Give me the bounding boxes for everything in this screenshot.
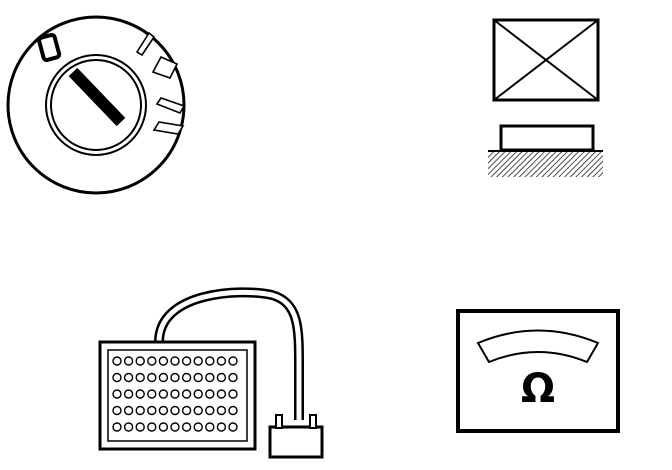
connector-pin-hole	[193, 422, 203, 432]
connector-pin-hole	[170, 372, 180, 383]
connector-pin-hole	[112, 422, 122, 432]
connector-pin-hole	[112, 389, 122, 399]
ignition-switch-icon	[6, 15, 186, 195]
connector-pin-hole	[228, 405, 238, 416]
breakout-box-icon	[98, 287, 324, 459]
connector-pin-hole	[123, 356, 134, 366]
connector-pin-hole	[170, 389, 180, 399]
connector-pin-hole	[135, 356, 145, 366]
connector-pin-hole	[147, 372, 157, 383]
connector-pin-hole	[228, 372, 238, 383]
connector-pin-hole	[147, 356, 157, 366]
relay-icon	[488, 18, 603, 177]
connector-pin-grid	[112, 356, 238, 432]
connector-pin-hole	[216, 372, 227, 383]
connector-pin-hole	[123, 405, 134, 416]
connector-pin-hole	[135, 389, 145, 399]
connector-pin-hole	[147, 422, 157, 432]
connector-pin-hole	[147, 389, 157, 399]
connector-pin-hole	[147, 405, 157, 416]
connector-pin-hole	[123, 422, 134, 432]
connector-pin-hole	[170, 422, 180, 432]
connector-pin-hole	[112, 405, 122, 416]
connector-pin-hole	[193, 372, 203, 383]
ohm-symbol: Ω	[521, 366, 555, 412]
connector-pin-hole	[135, 422, 145, 432]
connector-pin-hole	[158, 389, 169, 399]
connector-pin-hole	[205, 405, 215, 416]
connector-pin-hole	[216, 405, 227, 416]
connector-pin-hole	[205, 422, 215, 432]
connector-pin-hole	[181, 372, 192, 383]
connector-pin-hole	[158, 405, 169, 416]
connector-pin-hole	[112, 372, 122, 383]
connector-pin-hole	[170, 405, 180, 416]
connector-pin-hole	[181, 405, 192, 416]
connector-pin-hole	[135, 372, 145, 383]
connector-pin-hole	[181, 422, 192, 432]
connector-pin-hole	[123, 389, 134, 399]
connector-pin-hole	[135, 405, 145, 416]
connector-pin-hole	[193, 389, 203, 399]
connector-pin-hole	[205, 356, 215, 366]
connector-pin-hole	[193, 405, 203, 416]
connector-pin-hole	[170, 356, 180, 366]
connector-pin-hole	[112, 356, 122, 366]
connector-pin-hole	[193, 356, 203, 366]
connector-pin-hole	[228, 422, 238, 432]
connector-pin-hole	[216, 422, 227, 432]
connector-pin-hole	[205, 389, 215, 399]
connector-pin-hole	[228, 356, 238, 366]
connector-pin-hole	[158, 372, 169, 383]
connector-pin-hole	[181, 356, 192, 366]
connector-pin-hole	[123, 372, 134, 383]
connector-pin-hole	[205, 372, 215, 383]
ohmmeter-icon: Ω	[456, 309, 620, 433]
connector-pin-hole	[181, 389, 192, 399]
connector-pin-hole	[158, 422, 169, 432]
connector-pin-hole	[228, 389, 238, 399]
connector-pin-hole	[216, 389, 227, 399]
connector-pin-hole	[216, 356, 227, 366]
connector-pin-hole	[158, 356, 169, 366]
